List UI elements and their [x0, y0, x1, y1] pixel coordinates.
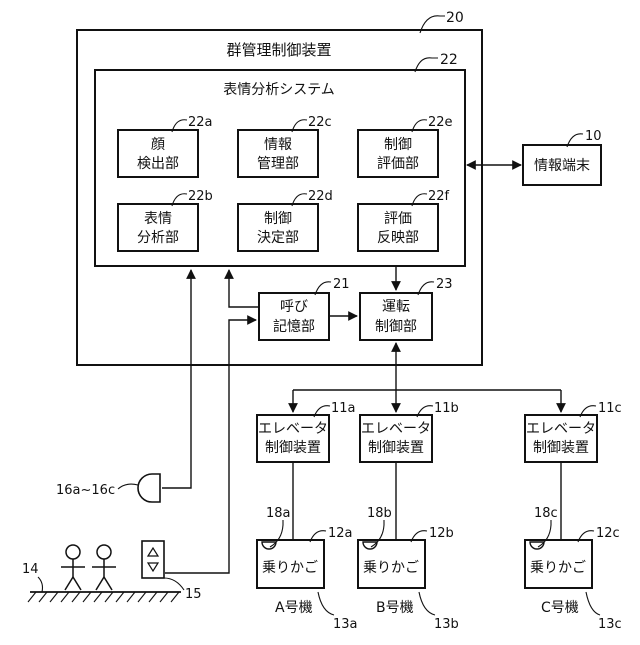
person-icon [92, 545, 116, 590]
module-22f-line2: 反映部 [377, 230, 419, 246]
ref-16: 16a~16c [56, 483, 115, 498]
car-b: 乗りかご 12b 18b B号機 13b [358, 506, 459, 632]
controller-11a-line1: エレベータ [258, 421, 328, 437]
group-controller-title: 群管理制御装置 [226, 41, 331, 59]
analysis-system-title: 表情分析システム [223, 82, 335, 98]
ref-13b: 13b [434, 617, 459, 632]
leader-14 [38, 577, 43, 592]
car-a: 乗りかご 12a 18a A号機 13a [257, 506, 358, 632]
unit-b-label: B号機 [376, 600, 414, 616]
module-22a-line2: 検出部 [137, 156, 179, 172]
ref-22d: 22d [308, 189, 333, 204]
leader-13b [419, 592, 435, 615]
ref-22e: 22e [428, 115, 453, 130]
ref-13c: 13c [598, 617, 622, 632]
leader-16 [118, 484, 138, 489]
controller-11c-line2: 制御装置 [533, 440, 589, 456]
ref-12c: 12c [596, 526, 620, 541]
call-memory-line1: 呼び [280, 299, 308, 315]
car-c: 乗りかご 12c 18c C号機 13c [525, 506, 622, 632]
module-22a-line1: 顔 [151, 137, 165, 153]
operation-control-line1: 運転 [382, 299, 410, 315]
ref-14: 14 [22, 562, 39, 577]
module-22b-line2: 分析部 [137, 230, 179, 246]
ref-15: 15 [185, 587, 202, 602]
info-terminal-label: 情報端末 [534, 158, 590, 174]
ref-22f: 22f [428, 189, 450, 204]
module-22c-line2: 管理部 [257, 156, 299, 172]
ref-20: 20 [446, 10, 464, 26]
ref-12b: 12b [429, 526, 454, 541]
ref-18b: 18b [367, 506, 392, 521]
unit-a-label: A号機 [275, 600, 313, 616]
ref-22a: 22a [188, 115, 213, 130]
ref-11c: 11c [598, 401, 622, 416]
controller-11b-line1: エレベータ [361, 421, 431, 437]
ref-18a: 18a [266, 506, 291, 521]
operation-control-line2: 制御部 [375, 319, 417, 335]
ref-22c: 22c [308, 115, 332, 130]
module-22b-line1: 表情 [144, 211, 172, 227]
car-12b-label: 乗りかご [363, 560, 419, 576]
unit-c-label: C号機 [541, 600, 579, 616]
elevator-controller-b: エレベータ 制御装置 11b [360, 401, 459, 462]
module-22d-line1: 制御 [264, 211, 292, 227]
controller-11c-line1: エレベータ [526, 421, 596, 437]
module-22c-line1: 情報 [264, 137, 292, 153]
elevator-controller-a: エレベータ 制御装置 11a [257, 401, 356, 462]
ref-11a: 11a [331, 401, 356, 416]
ref-22b: 22b [188, 189, 213, 204]
module-22e-line2: 評価部 [377, 156, 419, 172]
floor-hatching [28, 592, 179, 602]
leader-13c [586, 592, 600, 615]
ref-10: 10 [585, 129, 602, 144]
leader-15 [164, 578, 184, 590]
module-22e-line1: 制御 [384, 137, 412, 153]
hall-button-panel [142, 541, 164, 578]
ref-22: 22 [440, 52, 458, 68]
module-22f-line1: 評価 [384, 211, 412, 227]
ref-18c: 18c [534, 506, 558, 521]
ref-21: 21 [333, 277, 350, 292]
module-22d-line2: 決定部 [257, 230, 299, 246]
person-icon [61, 545, 85, 590]
ref-11b: 11b [434, 401, 459, 416]
call-memory-line2: 記憶部 [273, 318, 315, 335]
leader-13a [318, 592, 334, 615]
ref-23: 23 [436, 277, 453, 292]
controller-11b-line2: 制御装置 [368, 440, 424, 456]
ref-13a: 13a [333, 617, 358, 632]
controller-11a-line2: 制御装置 [265, 440, 321, 456]
hall-camera-icon [138, 474, 160, 502]
elevator-controller-c: エレベータ 制御装置 11c [525, 401, 622, 462]
car-12a-label: 乗りかご [262, 560, 318, 576]
car-12c-label: 乗りかご [530, 560, 586, 576]
ref-12a: 12a [328, 526, 353, 541]
